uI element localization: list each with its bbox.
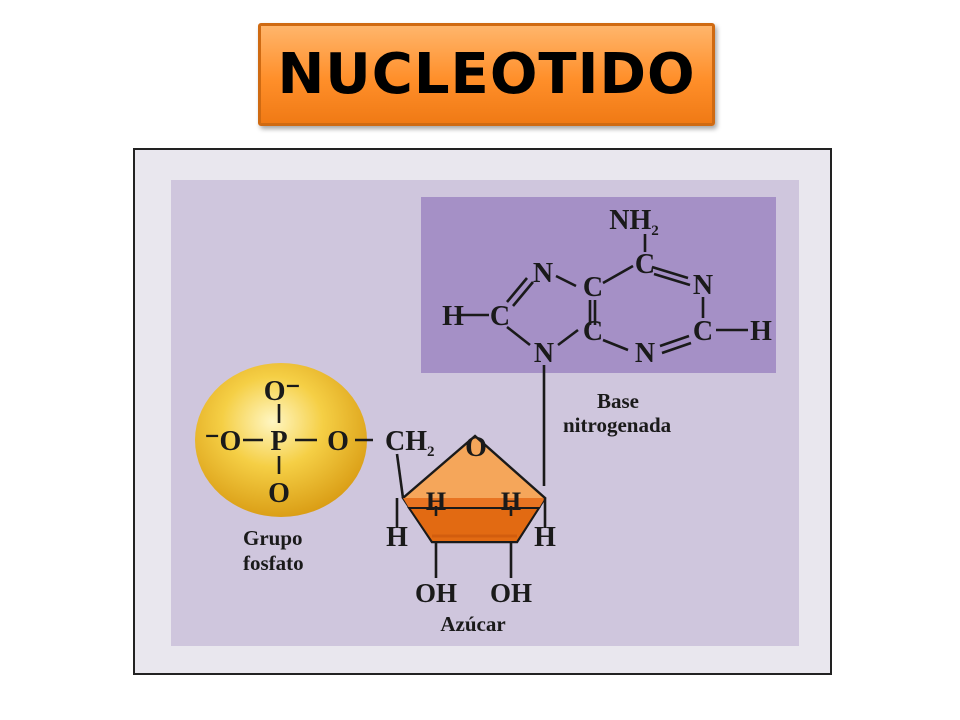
page-title: NUCLEOTIDO	[277, 42, 696, 107]
atom-h-c3: H	[426, 487, 446, 516]
atom-h-c2: H	[501, 487, 521, 516]
atom-n7: N	[533, 258, 553, 289]
nucleotide-diagram: NH2 C N C H N C C N C H N O⁻ ⁻O P O O	[171, 180, 799, 646]
atom-o-bottom: O	[268, 478, 290, 509]
atom-c5: C	[583, 272, 603, 303]
atom-o-top: O⁻	[264, 376, 301, 407]
atom-o-left: ⁻O	[205, 426, 242, 457]
atom-p: P	[270, 426, 287, 457]
base-atoms: NH2 C N C H N C C N C H N	[442, 205, 772, 369]
atom-ch2: CH2	[385, 426, 435, 460]
phosphate-sphere	[195, 363, 367, 517]
base-bonds	[460, 234, 748, 486]
sugar-ring-edge	[403, 498, 545, 508]
atom-oh-c3: OH	[415, 578, 457, 608]
atom-n3: N	[635, 338, 655, 369]
sugar-label: Azúcar	[440, 612, 505, 636]
atom-h2: H	[750, 316, 772, 347]
base-label-line1: Base	[597, 389, 639, 413]
nucleotide-figure: NH2 C N C H N C C N C H N O⁻ ⁻O P O O	[133, 148, 832, 675]
title-banner: NUCLEOTIDO	[258, 23, 715, 126]
atom-c6: C	[635, 249, 655, 280]
atom-o-ring: O	[465, 432, 487, 463]
phosphate-label-line1: Grupo	[243, 526, 303, 550]
atom-n1: N	[693, 270, 713, 301]
atom-c4: C	[583, 316, 603, 347]
sugar-ring-front	[407, 507, 541, 543]
phosphate-label-line2: fosfato	[243, 551, 304, 575]
sugar-bonds	[395, 453, 547, 578]
phosphate-atoms: O⁻ ⁻O P O O	[205, 376, 349, 509]
atom-nh2: NH2	[609, 205, 659, 239]
atom-c2: C	[693, 316, 713, 347]
atom-oh-c2: OH	[490, 578, 532, 608]
atom-h-c4: H	[386, 522, 408, 553]
base-highlight-box	[421, 197, 776, 373]
atom-h8: H	[442, 301, 464, 332]
atom-h-c1: H	[534, 522, 556, 553]
atom-c8: C	[490, 301, 510, 332]
atom-n9: N	[534, 338, 554, 369]
base-label-line2: nitrogenada	[563, 413, 672, 437]
atom-o-right: O	[327, 426, 349, 457]
phosphate-bonds	[243, 404, 373, 474]
